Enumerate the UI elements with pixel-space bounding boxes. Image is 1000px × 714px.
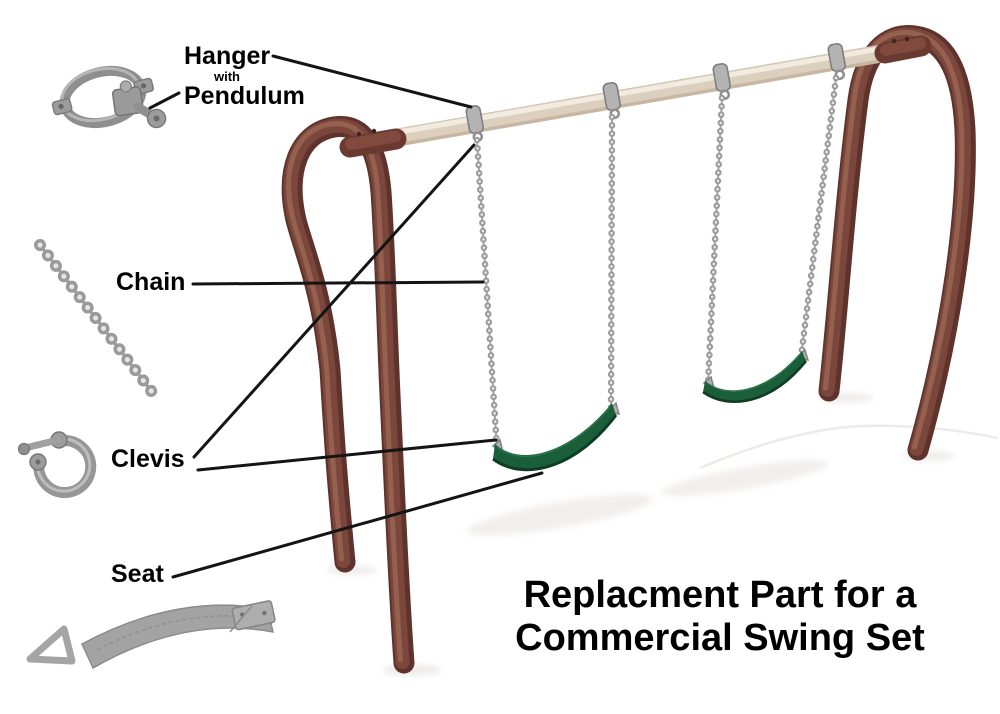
ground-edge-line — [699, 424, 999, 470]
seat-label: Seat — [111, 560, 164, 588]
swing-seat-1 — [491, 401, 621, 472]
hanger-label-with: with — [214, 68, 240, 84]
seat-part-image — [26, 600, 276, 669]
hanger-callout-line — [271, 54, 473, 109]
swing-seat-2 — [702, 348, 810, 404]
hanger-clamp-3 — [712, 63, 731, 101]
right-arch-frame — [826, 33, 966, 450]
seat-callout-line — [171, 471, 544, 579]
clevis-callout-line-lower — [196, 438, 498, 472]
clevis-callout-line-upper — [192, 143, 476, 459]
chain-label: Chain — [116, 268, 186, 296]
hanger-label: Hanger with Pendulum — [184, 42, 305, 110]
diagram-title-line1: Replacment Part for a — [523, 574, 917, 616]
swing1-back-chain — [607, 113, 616, 414]
beam-sleeve-right — [874, 35, 932, 64]
callout-lines — [148, 54, 544, 579]
beam-sleeve-left — [339, 128, 407, 158]
swing2-front-chain — [704, 94, 726, 388]
diagram-title: Replacment Part for a Commercial Swing S… — [452, 574, 988, 660]
chain-callout-line — [191, 280, 485, 286]
swing1-front-chain — [473, 136, 501, 453]
left-arch-frame — [289, 124, 404, 663]
hanger-label-pendulum: Pendulum — [184, 81, 305, 110]
hanger-clamp-4 — [827, 43, 846, 81]
hanger-clamp-1 — [465, 105, 484, 143]
pendulum-callout-line — [148, 91, 181, 110]
clevis-part-image — [17, 431, 97, 498]
clevis-label: Clevis — [111, 445, 185, 473]
diagram-title-line2: Commercial Swing Set — [515, 616, 925, 659]
swing2-back-chain — [797, 74, 840, 361]
hanger-part-image — [51, 65, 167, 129]
top-beam — [357, 39, 922, 152]
hanger-clamp-2 — [602, 82, 621, 120]
hanger-label-main: Hanger — [184, 42, 271, 70]
chain-part-image — [34, 239, 158, 398]
